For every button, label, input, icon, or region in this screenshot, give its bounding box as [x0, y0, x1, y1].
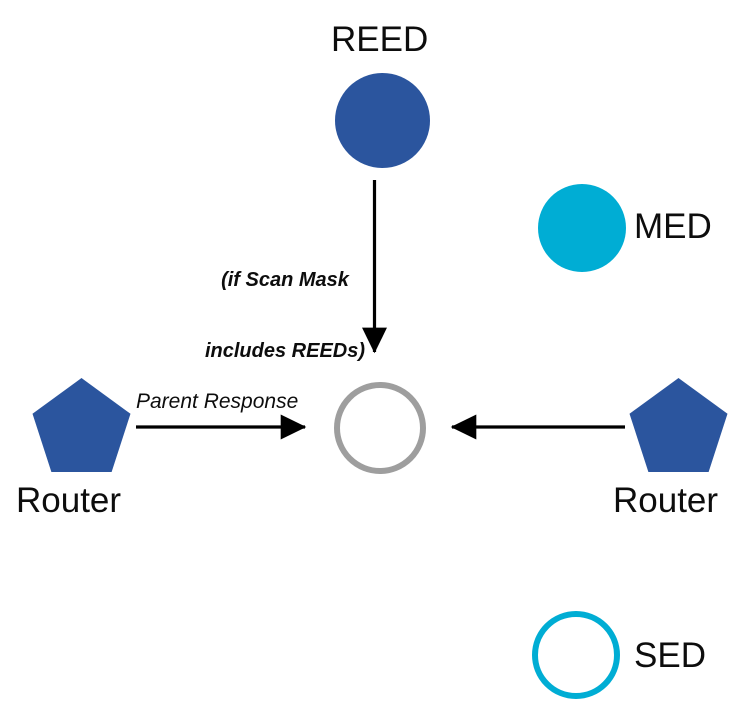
node-med-circle[interactable] — [538, 184, 626, 272]
node-reed-circle[interactable] — [335, 73, 430, 168]
node-router-right-pentagon[interactable] — [627, 376, 730, 474]
node-sed-label: SED — [634, 636, 706, 675]
node-center-circle[interactable] — [334, 382, 426, 474]
edge-label-parent-response: Parent Response — [136, 390, 299, 413]
node-reed-label: REED — [331, 20, 429, 59]
node-router-left-pentagon[interactable] — [30, 376, 133, 474]
edge-label-scan-mask-line1: (if Scan Mask — [221, 269, 349, 292]
node-sed-circle[interactable] — [532, 611, 620, 699]
edge-label-scan-mask: (if Scan Mask includes REEDs) — [200, 222, 370, 411]
node-med-label: MED — [634, 207, 712, 246]
node-router-right-label: Router — [613, 481, 719, 520]
node-router-left-label: Router — [16, 481, 122, 520]
edge-label-scan-mask-line2: includes REEDs) — [204, 339, 366, 362]
